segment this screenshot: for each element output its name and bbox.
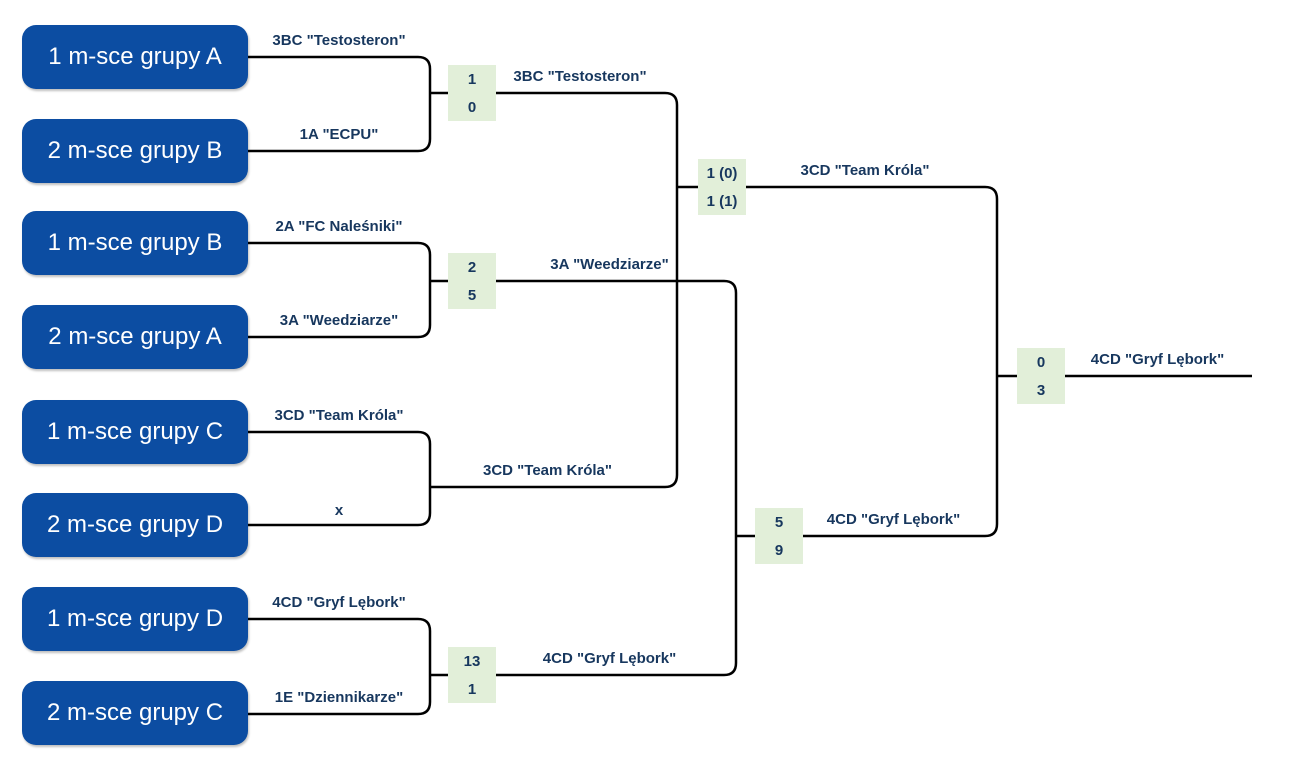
qf4-bracket-line: [248, 617, 432, 716]
qf2-team-bottom-label: 3A "Weedziarze": [279, 312, 399, 329]
qf2-team-top-label: 2A "FC Naleśniki": [275, 218, 403, 235]
sf2-score-top: 5: [774, 513, 784, 531]
qf2-winner-label: 3A "Weedziarze": [550, 256, 669, 273]
seed-1-group-a: 1 m-sce grupy A: [22, 25, 248, 89]
qf1-score-bottom: 0: [467, 98, 477, 116]
sf1-score-box: 1 (0) 1 (1): [698, 159, 746, 215]
qf3-team-bottom-label: x: [334, 502, 344, 519]
qf4-team-bottom-label: 1E "Dziennikarze": [274, 689, 404, 706]
qf1-score-top: 1: [467, 70, 477, 88]
qf1-score-box: 1 0: [448, 65, 496, 121]
seed-2-group-b: 2 m-sce grupy B: [22, 119, 248, 183]
final-score-box: 0 3: [1017, 348, 1065, 404]
sf1-score-top: 1 (0): [706, 164, 738, 182]
qf1-team-top-label: 3BC "Testosteron": [272, 32, 406, 49]
sf2-bracket-line: [430, 279, 738, 677]
seed-2-group-d: 2 m-sce grupy D: [22, 493, 248, 557]
seed-1-group-c: 1 m-sce grupy C: [22, 400, 248, 464]
qf1-team-bottom-label: 1A "ECPU": [299, 126, 379, 143]
qf2-bracket-line: [248, 241, 432, 339]
seed-1-group-d: 1 m-sce grupy D: [22, 587, 248, 651]
champion-label: 4CD "Gryf Lębork": [1090, 351, 1225, 368]
qf3-team-top-label: 3CD "Team Króla": [274, 407, 404, 424]
qf4-winner-label: 4CD "Gryf Lębork": [542, 650, 677, 667]
seed-2-group-c: 2 m-sce grupy C: [22, 681, 248, 745]
sf1-winner-label: 3CD "Team Króla": [800, 162, 930, 179]
qf3-bracket-line: [248, 430, 432, 527]
final-score-top: 0: [1036, 353, 1046, 371]
qf2-score-top: 2: [467, 258, 477, 276]
qf1-bracket-line: [248, 55, 432, 153]
sf1-bracket-line: [430, 91, 679, 489]
seed-1-group-b: 1 m-sce grupy B: [22, 211, 248, 275]
qf3-winner-label: 3CD "Team Króla": [483, 462, 612, 479]
qf4-score-top: 13: [463, 652, 481, 670]
final-score-bottom: 3: [1036, 381, 1046, 399]
sf1-score-bottom: 1 (1): [706, 192, 738, 210]
final-bracket-line: [677, 185, 999, 538]
qf4-team-top-label: 4CD "Gryf Lębork": [272, 594, 406, 611]
sf2-winner-label: 4CD "Gryf Lębork": [826, 511, 961, 528]
qf1-winner-label: 3BC "Testosteron": [513, 68, 647, 85]
sf2-score-bottom: 9: [774, 541, 784, 559]
qf2-score-bottom: 5: [467, 286, 477, 304]
qf4-score-bottom: 1: [467, 680, 477, 698]
seed-2-group-a: 2 m-sce grupy A: [22, 305, 248, 369]
qf4-score-box: 13 1: [448, 647, 496, 703]
sf2-score-box: 5 9: [755, 508, 803, 564]
qf2-score-box: 2 5: [448, 253, 496, 309]
